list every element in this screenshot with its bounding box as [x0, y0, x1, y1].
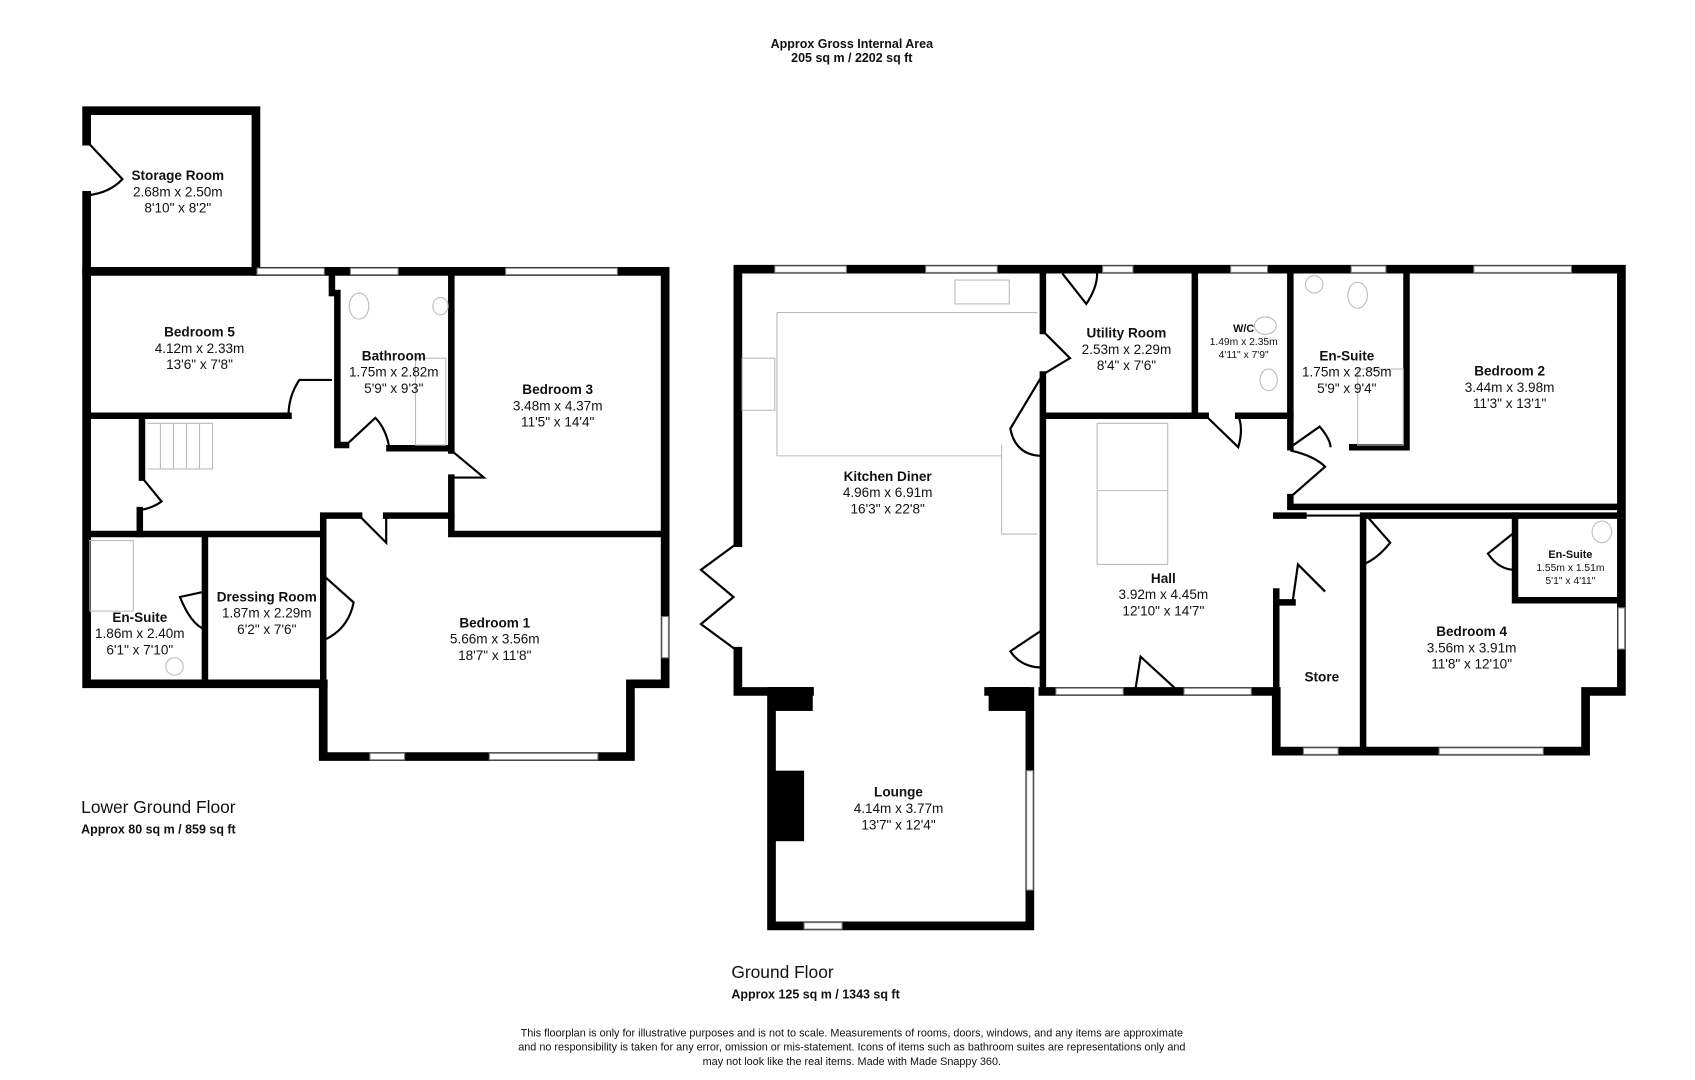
room-dimensions-metric: 3.44m x 3.98m — [1465, 380, 1555, 395]
room-dimensions-metric: 2.68m x 2.50m — [133, 184, 223, 199]
room-dimensions-imperial: 8'4" x 7'6" — [1097, 358, 1156, 373]
gross-area-title: Approx Gross Internal Area — [771, 37, 934, 51]
room-dimensions-metric: 1.49m x 2.35m — [1210, 337, 1278, 348]
room-name: Bedroom 2 — [1474, 364, 1545, 379]
room-dimensions-imperial: 13'7" x 12'4" — [861, 817, 935, 832]
room-dimensions-imperial: 13'6" x 7'8" — [166, 357, 233, 372]
disclaimer-line-3: may not look like the real items. Made w… — [703, 1056, 1001, 1068]
room-dimensions-metric: 4.12m x 2.33m — [155, 341, 245, 356]
room-dimensions-metric: 1.75m x 2.85m — [1302, 365, 1392, 380]
room-name: Hall — [1151, 571, 1176, 586]
room-dimensions-metric: 3.56m x 3.91m — [1427, 640, 1517, 655]
room-name: En-Suite — [112, 610, 167, 625]
room-dimensions-imperial: 5'1" x 4'11" — [1545, 576, 1595, 587]
room-name: Kitchen Diner — [844, 469, 933, 484]
lower-ground-floor-label: Lower Ground Floor — [81, 797, 236, 817]
room-dimensions-metric: 1.55m x 1.51m — [1536, 563, 1604, 574]
room-dimensions-imperial: 5'9" x 9'3" — [364, 381, 423, 396]
room-dimensions-imperial: 16'3" x 22'8" — [851, 501, 925, 516]
room-name: Store — [1305, 670, 1340, 685]
disclaimer-line-2: and no responsibility is taken for any e… — [518, 1042, 1185, 1054]
room-dimensions-imperial: 11'5" x 14'4" — [521, 415, 594, 430]
room-dimensions-imperial: 6'1" x 7'10" — [106, 643, 173, 658]
room-dimensions-imperial: 11'8" x 12'10" — [1431, 657, 1512, 672]
ground-floor-plan — [699, 264, 1626, 931]
lower-ground-floor-area: Approx 80 sq m / 859 sq ft — [81, 823, 236, 837]
room-dimensions-imperial: 11'3" x 13'1" — [1473, 396, 1546, 411]
disclaimer-line-1: This floorplan is only for illustrative … — [521, 1028, 1183, 1040]
room-name: W/C — [1233, 323, 1254, 335]
room-name: Bedroom 1 — [459, 615, 530, 630]
room-dimensions-imperial: 8'10" x 8'2" — [144, 201, 211, 216]
room-name: Bedroom 4 — [1436, 624, 1507, 639]
room-dimensions-metric: 1.86m x 2.40m — [95, 626, 185, 641]
room-dimensions-metric: 2.53m x 2.29m — [1082, 342, 1172, 357]
lower-ground-floor-plan — [82, 106, 670, 761]
room-name: Lounge — [874, 785, 923, 800]
room-name: Utility Room — [1087, 326, 1167, 341]
room-dimensions-metric: 1.87m x 2.29m — [222, 606, 312, 621]
room-dimensions-metric: 3.92m x 4.45m — [1119, 587, 1209, 602]
room-name: Storage Room — [131, 168, 224, 183]
room-dimensions-imperial: 18'7" x 11'8" — [458, 648, 531, 663]
room-dimensions-metric: 3.48m x 4.37m — [513, 398, 603, 413]
room-dimensions-metric: 5.66m x 3.56m — [450, 632, 540, 647]
room-dimensions-imperial: 12'10" x 14'7" — [1122, 603, 1204, 618]
gross-area-value: 205 sq m / 2202 sq ft — [791, 51, 912, 65]
room-dimensions-metric: 4.14m x 3.77m — [854, 801, 944, 816]
room-name: En-Suite — [1319, 348, 1374, 363]
room-dimensions-metric: 4.96m x 6.91m — [843, 485, 933, 500]
room-name: Bedroom 5 — [164, 324, 235, 339]
room-dimensions-imperial: 5'9" x 9'4" — [1317, 381, 1376, 396]
room-name: Bedroom 3 — [522, 382, 593, 397]
room-name: Dressing Room — [217, 589, 317, 604]
ground-floor-area: Approx 125 sq m / 1343 sq ft — [731, 988, 899, 1002]
room-dimensions-metric: 1.75m x 2.82m — [349, 365, 439, 380]
room-dimensions-imperial: 4'11" x 7'9" — [1219, 350, 1269, 361]
room-name: En-Suite — [1548, 549, 1592, 561]
ground-floor-label: Ground Floor — [731, 962, 833, 982]
room-dimensions-imperial: 6'2" x 7'6" — [237, 622, 296, 637]
room-name: Bathroom — [362, 348, 426, 363]
